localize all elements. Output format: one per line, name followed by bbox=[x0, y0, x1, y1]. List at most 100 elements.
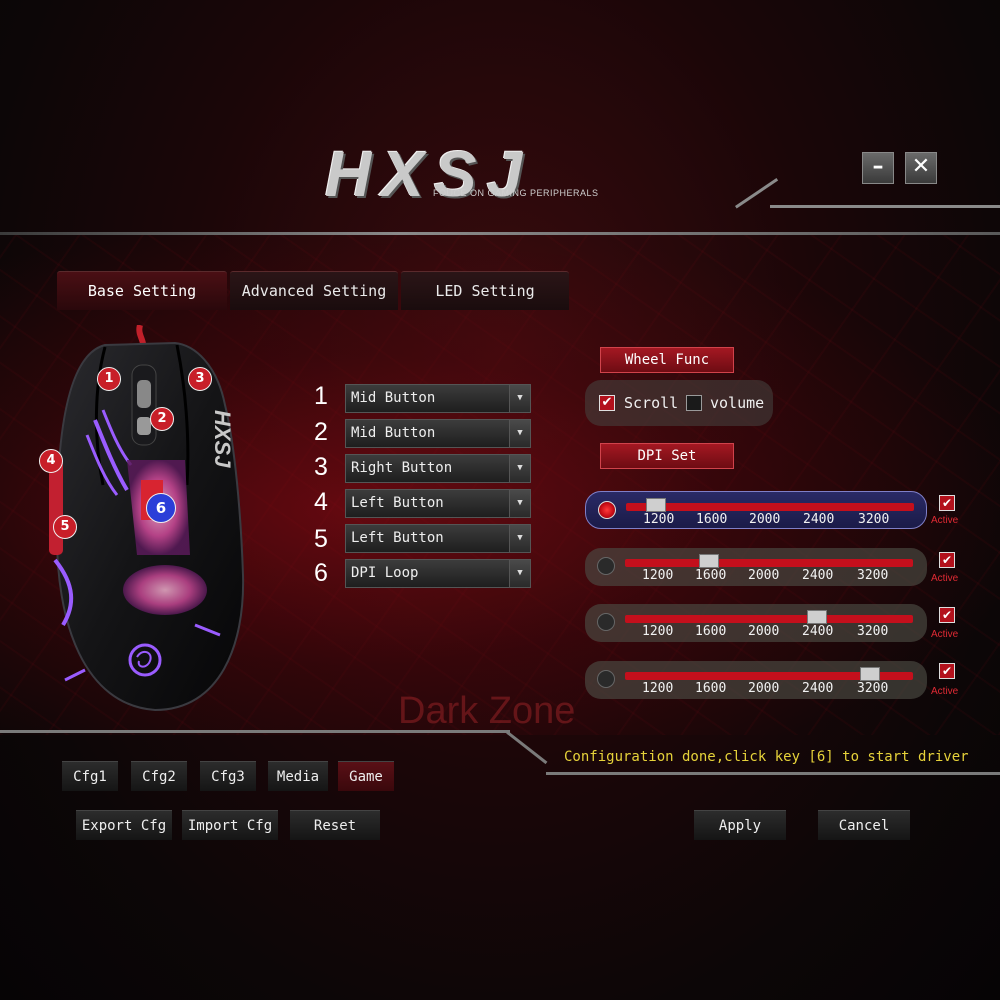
mouse-badge-3: 3 bbox=[188, 367, 212, 391]
button-5-value: Left Button bbox=[351, 530, 444, 546]
chevron-down-icon: ▼ bbox=[509, 560, 530, 587]
apply-button[interactable]: Apply bbox=[694, 810, 786, 840]
mapping-number-6: 6 bbox=[314, 559, 328, 587]
button-3-value: Right Button bbox=[351, 460, 453, 476]
dpi-3-slider-track[interactable] bbox=[625, 615, 913, 623]
dpi-1-radio[interactable] bbox=[598, 501, 616, 519]
dpi-tick: 3200 bbox=[857, 568, 889, 583]
button-3-select[interactable]: Right Button ▼ bbox=[345, 454, 531, 483]
footer-divider-slant bbox=[506, 731, 548, 765]
button-2-value: Mid Button bbox=[351, 425, 436, 441]
dpi-1-active-checkbox[interactable]: ✔ bbox=[939, 495, 955, 511]
button-5-select[interactable]: Left Button ▼ bbox=[345, 524, 531, 553]
button-4-value: Left Button bbox=[351, 495, 444, 511]
dpi-tick: 1200 bbox=[643, 512, 675, 527]
mapping-number-3: 3 bbox=[314, 453, 328, 481]
dpi-2-slider-track[interactable] bbox=[625, 559, 913, 567]
dpi-tick: 1600 bbox=[695, 624, 727, 639]
scroll-label: Scroll bbox=[624, 394, 679, 412]
wheel-func-label: Wheel Func bbox=[600, 347, 734, 373]
scroll-checkbox[interactable]: ✔ bbox=[599, 395, 615, 411]
dpi-row-2[interactable]: 1200 1600 2000 2400 3200 bbox=[585, 548, 927, 586]
svg-text:HXSJ: HXSJ bbox=[210, 410, 235, 468]
dpi-row-4[interactable]: 1200 1600 2000 2400 3200 bbox=[585, 661, 927, 699]
dpi-3-radio[interactable] bbox=[597, 613, 615, 631]
dpi-2-active-checkbox[interactable]: ✔ bbox=[939, 552, 955, 568]
header-divider-right bbox=[770, 205, 1000, 208]
button-1-value: Mid Button bbox=[351, 390, 436, 406]
dpi-tick: 3200 bbox=[858, 512, 890, 527]
cfg2-button[interactable]: Cfg2 bbox=[131, 761, 187, 791]
media-button[interactable]: Media bbox=[268, 761, 328, 791]
dpi-set-label: DPI Set bbox=[600, 443, 734, 469]
dpi-4-active-checkbox[interactable]: ✔ bbox=[939, 663, 955, 679]
cancel-button[interactable]: Cancel bbox=[818, 810, 910, 840]
dpi-1-slider-thumb[interactable] bbox=[646, 498, 666, 512]
minimize-button[interactable]: – bbox=[862, 152, 894, 184]
mapping-number-4: 4 bbox=[314, 488, 328, 516]
dpi-tick: 1200 bbox=[642, 624, 674, 639]
footer-divider-right bbox=[546, 772, 1000, 775]
close-button[interactable]: ✕ bbox=[905, 152, 937, 184]
background-text: Dark Zone bbox=[398, 690, 576, 732]
dpi-1-slider-track[interactable] bbox=[626, 503, 914, 511]
dpi-4-active-label: Active bbox=[931, 686, 959, 697]
header-divider bbox=[0, 232, 1000, 235]
mouse-badge-4: 4 bbox=[39, 449, 63, 473]
dpi-tick: 2000 bbox=[748, 624, 780, 639]
dpi-tick: 1200 bbox=[642, 568, 674, 583]
import-cfg-button[interactable]: Import Cfg bbox=[182, 810, 278, 840]
dpi-tick: 2400 bbox=[802, 681, 834, 696]
mouse-badge-1: 1 bbox=[97, 367, 121, 391]
export-cfg-button[interactable]: Export Cfg bbox=[76, 810, 172, 840]
dpi-row-3[interactable]: 1200 1600 2000 2400 3200 bbox=[585, 604, 927, 642]
dpi-tick: 2000 bbox=[748, 568, 780, 583]
mouse-badge-2: 2 bbox=[150, 407, 174, 431]
dpi-tick: 1600 bbox=[695, 568, 727, 583]
dpi-tick: 2400 bbox=[803, 512, 835, 527]
dpi-3-active-checkbox[interactable]: ✔ bbox=[939, 607, 955, 623]
dpi-2-radio[interactable] bbox=[597, 557, 615, 575]
dpi-2-active-label: Active bbox=[931, 573, 959, 584]
mouse-badge-6: 6 bbox=[146, 493, 176, 523]
wheel-func-options: ✔ Scroll volume bbox=[585, 380, 773, 426]
mapping-number-1: 1 bbox=[314, 382, 328, 410]
cfg1-button[interactable]: Cfg1 bbox=[62, 761, 118, 791]
button-6-value: DPI Loop bbox=[351, 565, 419, 581]
header-divider-slant bbox=[735, 178, 779, 209]
dpi-tick: 2000 bbox=[749, 512, 781, 527]
dpi-3-slider-thumb[interactable] bbox=[807, 610, 827, 624]
dpi-4-radio[interactable] bbox=[597, 670, 615, 688]
footer-divider bbox=[0, 730, 510, 733]
dpi-tick: 1600 bbox=[695, 681, 727, 696]
volume-checkbox[interactable] bbox=[686, 395, 702, 411]
volume-label: volume bbox=[710, 394, 765, 412]
dpi-4-slider-thumb[interactable] bbox=[860, 667, 880, 681]
dpi-tick: 3200 bbox=[857, 681, 889, 696]
button-6-select[interactable]: DPI Loop ▼ bbox=[345, 559, 531, 588]
brand-logo: HXSJ FOUCE ON GAMING PERIPHERALS bbox=[325, 137, 625, 222]
cfg3-button[interactable]: Cfg3 bbox=[200, 761, 256, 791]
chevron-down-icon: ▼ bbox=[509, 525, 530, 552]
reset-button[interactable]: Reset bbox=[290, 810, 380, 840]
dpi-tick: 3200 bbox=[857, 624, 889, 639]
mapping-number-5: 5 bbox=[314, 525, 328, 553]
dpi-4-slider-track[interactable] bbox=[625, 672, 913, 680]
tab-advanced-setting[interactable]: Advanced Setting bbox=[230, 271, 398, 310]
dpi-tick: 1200 bbox=[642, 681, 674, 696]
status-message: Configuration done,click key [6] to star… bbox=[564, 749, 969, 765]
button-2-select[interactable]: Mid Button ▼ bbox=[345, 419, 531, 448]
dpi-2-slider-thumb[interactable] bbox=[699, 554, 719, 568]
button-1-select[interactable]: Mid Button ▼ bbox=[345, 384, 531, 413]
dpi-row-1[interactable]: 1200 1600 2000 2400 3200 bbox=[585, 491, 927, 529]
dpi-3-active-label: Active bbox=[931, 629, 959, 640]
close-icon: ✕ bbox=[911, 154, 931, 179]
game-button[interactable]: Game bbox=[338, 761, 394, 791]
button-4-select[interactable]: Left Button ▼ bbox=[345, 489, 531, 518]
dpi-tick: 1600 bbox=[696, 512, 728, 527]
dpi-1-active-label: Active bbox=[931, 515, 959, 526]
minimize-icon: – bbox=[872, 154, 884, 179]
mouse-illustration: HXSJ 1 2 3 4 5 6 bbox=[39, 324, 255, 715]
tab-base-setting[interactable]: Base Setting bbox=[57, 271, 227, 310]
tab-led-setting[interactable]: LED Setting bbox=[401, 271, 569, 310]
